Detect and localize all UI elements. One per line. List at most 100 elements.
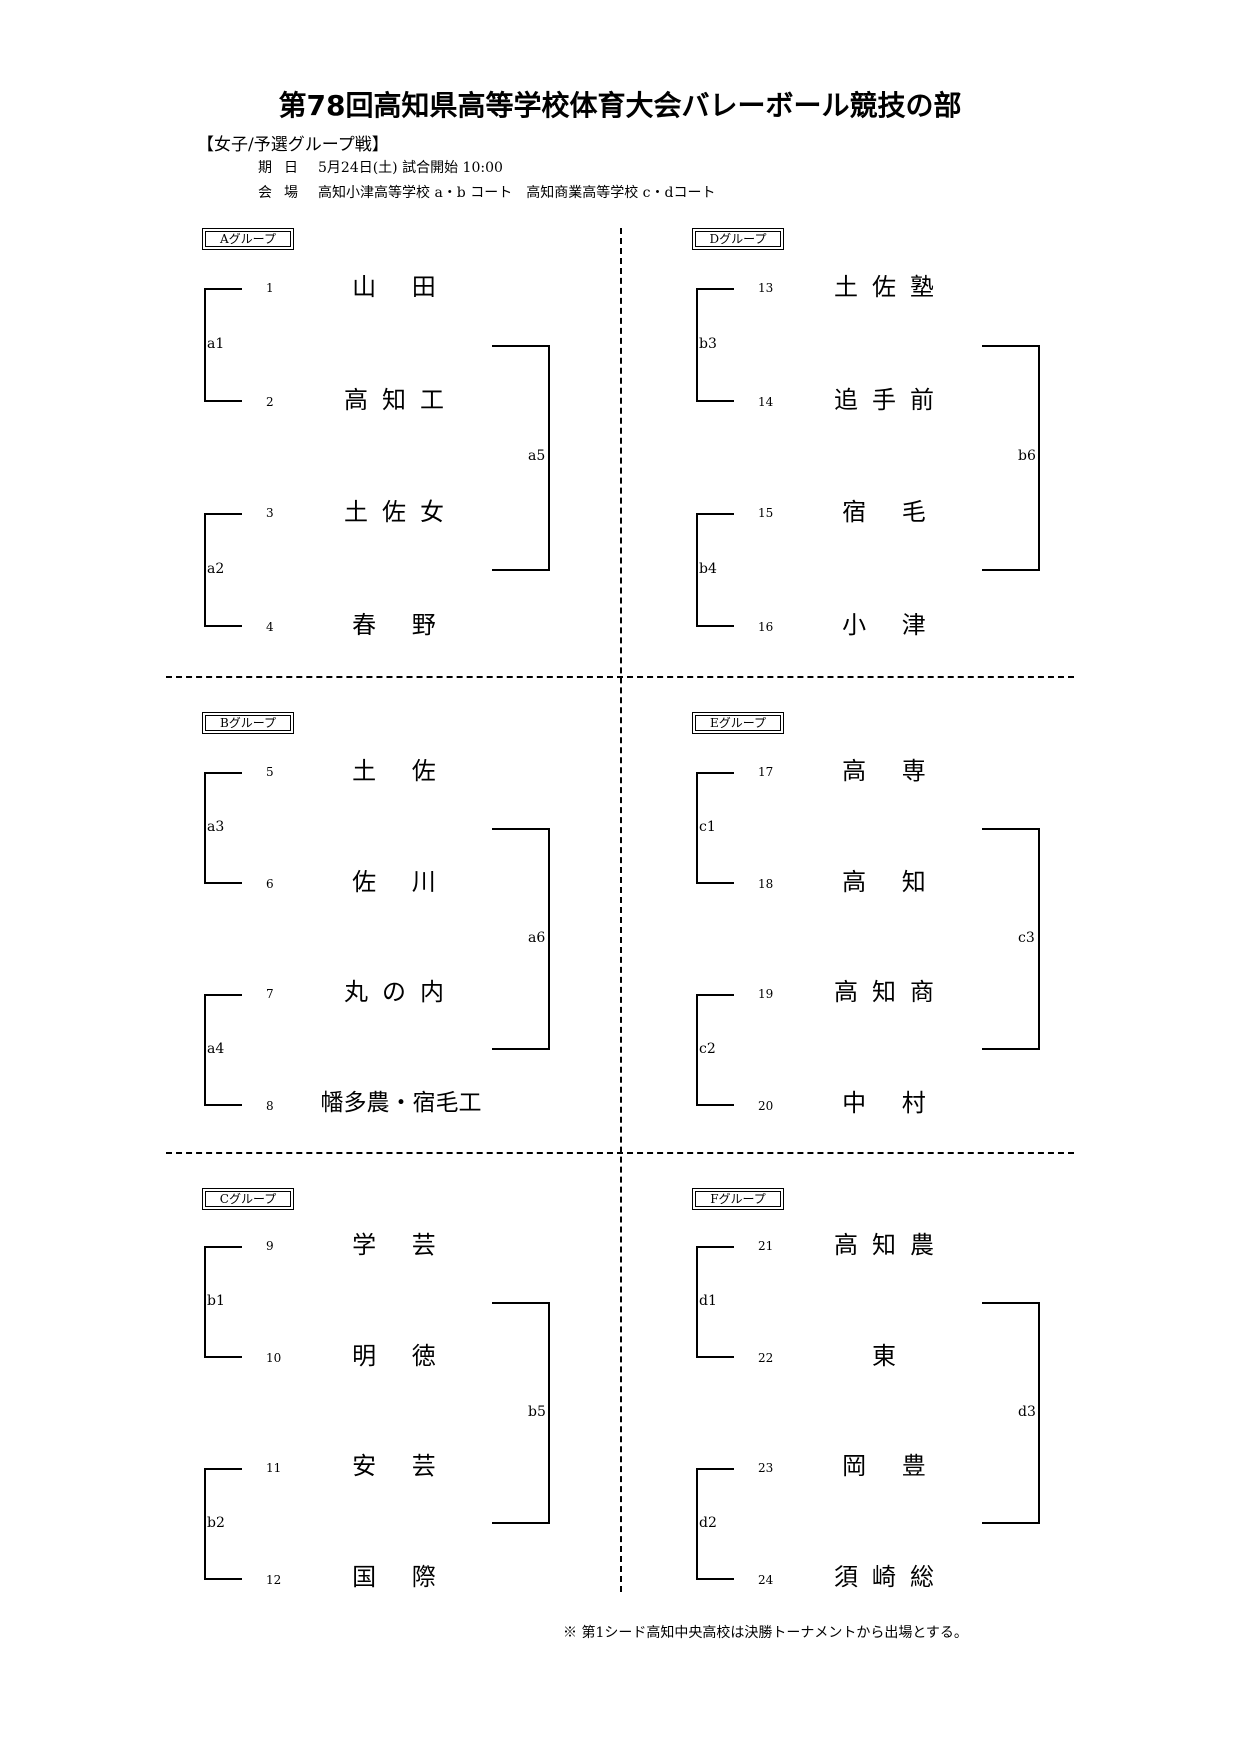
bracket-m1 xyxy=(696,288,734,402)
match-label: a4 xyxy=(207,1041,225,1057)
bracket-m2 xyxy=(204,1468,242,1580)
team-name: 高知農 xyxy=(834,1231,948,1259)
match-label: c2 xyxy=(699,1041,716,1057)
team-name: 明 徳 xyxy=(352,1342,450,1370)
seed-number: 16 xyxy=(758,620,774,634)
team-name: 東 xyxy=(872,1342,910,1370)
seed-number: 6 xyxy=(266,877,274,891)
match-label: a3 xyxy=(207,819,225,835)
team-name: 安 芸 xyxy=(352,1452,450,1480)
team-name: 追手前 xyxy=(834,386,948,414)
team-name: 丸の内 xyxy=(344,978,458,1006)
seed-number: 17 xyxy=(758,765,774,779)
bracket-m1 xyxy=(204,772,242,884)
seed-number: 11 xyxy=(266,1461,282,1475)
group-tag: Dグループ xyxy=(692,228,784,250)
match-label: b1 xyxy=(207,1293,225,1309)
bracket-final xyxy=(982,345,1040,571)
group-f: Fグループ 21 22 23 24 d1 d2 d3 高知農 東 岡 豊 須崎総 xyxy=(656,1188,1116,1628)
page-title: 第78回高知県高等学校体育大会バレーボール競技の部 xyxy=(278,89,962,122)
info-venue: 会場高知小津高等学校 a・b コート 高知商業高等学校 c・dコート xyxy=(258,182,715,202)
seed-number: 12 xyxy=(266,1573,282,1587)
seed-number: 22 xyxy=(758,1351,774,1365)
seed-number: 10 xyxy=(266,1351,282,1365)
match-label: b2 xyxy=(207,1515,225,1531)
bracket-m2 xyxy=(696,1468,734,1580)
team-name: 学 芸 xyxy=(352,1231,450,1259)
team-name: 小 津 xyxy=(842,611,940,639)
group-e: Eグループ 17 18 19 20 c1 c2 c3 高 専 高 知 高知商 中… xyxy=(656,712,1116,1152)
match-label: a1 xyxy=(207,336,225,352)
bracket-m2 xyxy=(696,513,734,627)
bracket-m1 xyxy=(696,772,734,884)
info-date-label: 期日 xyxy=(258,160,310,176)
info-date: 期日 5月24日(土) 試合開始 10:00 xyxy=(258,157,503,177)
group-d: Dグループ 13 14 15 16 b3 b4 b6 土佐塾 追手前 宿 毛 小… xyxy=(656,228,1116,668)
team-name: 高知商 xyxy=(834,978,948,1006)
seed-number: 13 xyxy=(758,281,774,295)
horizontal-divider-2 xyxy=(166,1152,1074,1154)
team-name: 山 田 xyxy=(352,273,450,301)
team-name: 高 専 xyxy=(842,757,940,785)
seed-number: 14 xyxy=(758,395,774,409)
match-label: b4 xyxy=(699,561,717,577)
bracket-m1 xyxy=(204,288,242,402)
seed-number: 9 xyxy=(266,1239,274,1253)
group-tag: Aグループ xyxy=(202,228,294,250)
match-label-final: c3 xyxy=(1018,930,1035,946)
info-date-value: 5月24日(土) 試合開始 10:00 xyxy=(318,160,503,176)
match-label-final: b5 xyxy=(528,1404,546,1420)
match-label: c1 xyxy=(699,819,716,835)
bracket-final xyxy=(982,1302,1040,1524)
group-tag: Fグループ xyxy=(692,1188,784,1210)
team-name: 岡 豊 xyxy=(842,1452,940,1480)
match-label-final: b6 xyxy=(1018,448,1036,464)
team-name: 土佐女 xyxy=(344,498,458,526)
bracket-final xyxy=(492,345,550,571)
seed-number: 15 xyxy=(758,506,774,520)
team-name: 中 村 xyxy=(842,1089,940,1117)
seed-number: 23 xyxy=(758,1461,774,1475)
seed-number: 8 xyxy=(266,1099,274,1113)
team-name: 須崎総 xyxy=(834,1563,948,1591)
seed-number: 18 xyxy=(758,877,774,891)
team-name: 宿 毛 xyxy=(842,498,940,526)
footnote: ※ 第1シード高知中央高校は決勝トーナメントから出場とする。 xyxy=(563,1625,968,1641)
seed-number: 7 xyxy=(266,987,274,1001)
group-tag: Cグループ xyxy=(202,1188,294,1210)
seed-number: 19 xyxy=(758,987,774,1001)
vertical-divider xyxy=(620,228,622,1592)
seed-number: 1 xyxy=(266,281,274,295)
team-name: 土佐塾 xyxy=(834,273,948,301)
team-name: 春 野 xyxy=(352,611,450,639)
match-label: a2 xyxy=(207,561,225,577)
group-c: Cグループ 9 10 11 12 b1 b2 b5 学 芸 明 徳 安 芸 国 … xyxy=(166,1188,626,1628)
bracket-final xyxy=(492,828,550,1050)
bracket-final xyxy=(492,1302,550,1524)
info-venue-value: 高知小津高等学校 a・b コート 高知商業高等学校 c・dコート xyxy=(318,185,716,201)
bracket-m2 xyxy=(204,513,242,627)
seed-number: 24 xyxy=(758,1573,774,1587)
group-b: Bグループ 5 6 7 8 a3 a4 a6 土 佐 佐 川 丸の内 幡多農・宿… xyxy=(166,712,626,1152)
group-tag: Eグループ xyxy=(692,712,784,734)
info-venue-label: 会場 xyxy=(258,185,310,201)
seed-number: 4 xyxy=(266,620,274,634)
seed-number: 5 xyxy=(266,765,274,779)
match-label-final: a6 xyxy=(528,930,546,946)
team-name: 土 佐 xyxy=(352,757,450,785)
group-tag: Bグループ xyxy=(202,712,294,734)
group-a: Aグループ 1 2 3 4 a1 a2 a5 山 田 高知工 土佐女 春 野 xyxy=(166,228,626,668)
match-label: b3 xyxy=(699,336,717,352)
seed-number: 20 xyxy=(758,1099,774,1113)
match-label-final: a5 xyxy=(528,448,546,464)
bracket-m2 xyxy=(204,994,242,1106)
match-label: d1 xyxy=(699,1293,717,1309)
team-name: 幡多農・宿毛工 xyxy=(320,1090,482,1116)
bracket-m1 xyxy=(696,1246,734,1358)
subtitle: 【女子/予選グループ戦】 xyxy=(197,135,389,155)
seed-number: 3 xyxy=(266,506,274,520)
team-name: 佐 川 xyxy=(352,868,450,896)
bracket-final xyxy=(982,828,1040,1050)
team-name: 国 際 xyxy=(352,1563,450,1591)
horizontal-divider-1 xyxy=(166,676,1074,678)
